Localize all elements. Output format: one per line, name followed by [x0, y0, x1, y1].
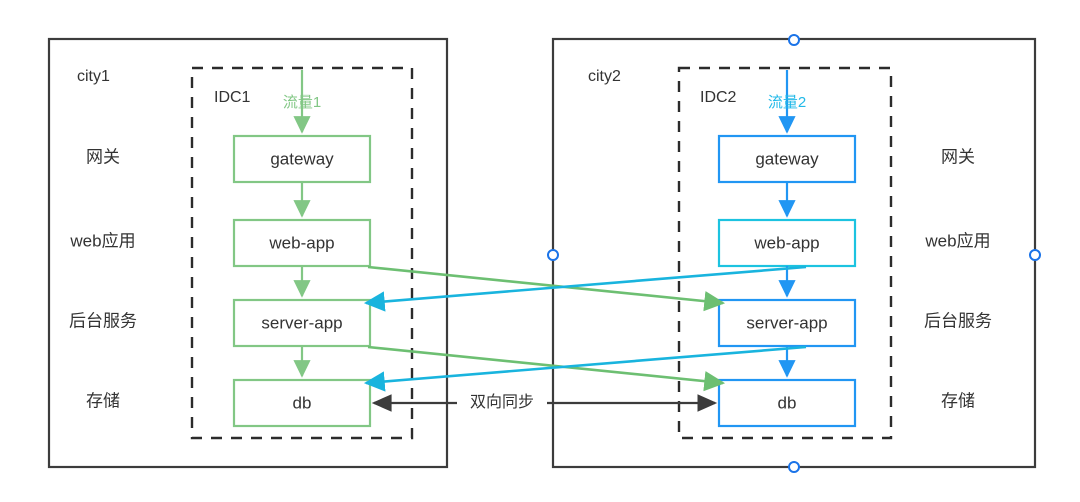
resize-handle-right-icon[interactable]	[1029, 249, 1041, 261]
idc1-boundary[interactable]	[190, 66, 414, 440]
city1-node-gateway[interactable]: gateway	[232, 134, 372, 184]
city1-gateway-box[interactable]	[232, 134, 372, 184]
idc2-label: IDC2	[700, 89, 737, 106]
city2-web-app-box[interactable]	[717, 218, 857, 268]
city2-traffic-label: 流量2	[768, 94, 806, 111]
city2-db-box[interactable]	[717, 378, 857, 428]
resize-handle-top-icon[interactable]	[788, 34, 800, 46]
panel-city2-label: city2	[588, 68, 621, 85]
city2-server-app-label: server-app	[746, 313, 827, 332]
city1-web-app-label: web-app	[268, 233, 334, 252]
city1-server-app-label: server-app	[261, 313, 342, 332]
selection-handles[interactable]	[547, 34, 1041, 473]
city2-node-gateway[interactable]: gateway	[717, 134, 857, 184]
row-labels-right: 网关 web应用 后台服务 存储	[924, 147, 992, 410]
city1-gateway-label: gateway	[270, 149, 334, 168]
city2-node-db[interactable]: db	[717, 378, 857, 428]
city2-db-label: db	[778, 393, 797, 412]
city1-node-server-app[interactable]: server-app	[232, 298, 372, 348]
cross-region-links	[363, 265, 807, 392]
row-label-left-web: web应用	[69, 231, 135, 250]
city2-gateway-label: gateway	[755, 149, 819, 168]
city2-web-app-label: web-app	[753, 233, 819, 252]
resize-handle-left-icon[interactable]	[547, 249, 559, 261]
row-label-right-web: web应用	[924, 231, 990, 250]
city1-node-db[interactable]: db	[232, 378, 372, 428]
idc1-label: IDC1	[214, 89, 251, 106]
city1-node-web-app[interactable]: web-app	[232, 218, 372, 268]
city1-db-label: db	[293, 393, 312, 412]
row-label-left-storage: 存储	[86, 391, 120, 410]
city2-node-web-app[interactable]: web-app	[717, 218, 857, 268]
bidirectional-sync-link[interactable]: 双向同步	[371, 392, 718, 414]
city1-traffic-label: 流量1	[283, 94, 321, 111]
panel-city1[interactable]: city1 IDC1 流量1 gateway web-app server-ap…	[47, 37, 449, 469]
link-city1-web-to-city2-server[interactable]	[367, 265, 726, 312]
city2-server-app-box[interactable]	[717, 298, 857, 348]
city1-db-box[interactable]	[232, 378, 372, 428]
row-label-right-service: 后台服务	[924, 311, 992, 330]
row-labels-left: 网关 web应用 后台服务 存储	[69, 147, 137, 410]
sync-label: 双向同步	[470, 393, 534, 411]
resize-handle-bottom-icon[interactable]	[788, 461, 800, 473]
link-city2-server-to-city1-db[interactable]	[363, 345, 807, 392]
panel-city1-label: city1	[77, 68, 110, 85]
link-city2-web-to-city1-server[interactable]	[363, 265, 807, 312]
idc2-boundary[interactable]	[677, 66, 893, 440]
row-label-left-service: 后台服务	[69, 311, 137, 330]
row-label-right-gateway: 网关	[941, 147, 975, 166]
row-label-right-storage: 存储	[941, 391, 975, 410]
link-city1-server-to-city2-db[interactable]	[367, 345, 726, 392]
city1-web-app-box[interactable]	[232, 218, 372, 268]
row-label-left-gateway: 网关	[86, 147, 120, 166]
sync-label-backdrop	[457, 392, 547, 414]
city2-node-server-app[interactable]: server-app	[717, 298, 857, 348]
